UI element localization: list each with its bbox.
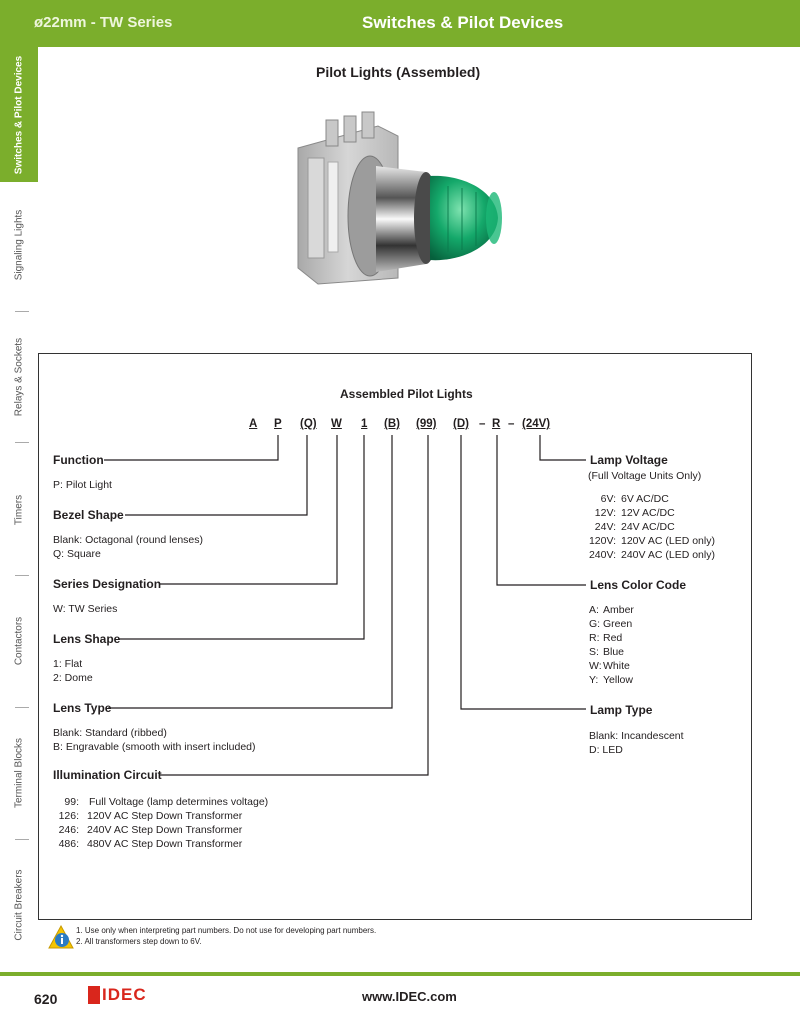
sidebar-active-tab[interactable] bbox=[0, 47, 38, 182]
lamp-voltage-value: 24V AC/DC bbox=[621, 521, 675, 533]
code-series: W bbox=[331, 418, 342, 430]
lamp-type-item: Blank: Incandescent bbox=[589, 730, 684, 742]
lens-color-value: Amber bbox=[603, 604, 634, 616]
section-title: Switches & Pilot Devices bbox=[362, 13, 564, 32]
bezel-item: Q: Square bbox=[53, 548, 101, 560]
lens-color-value: Red bbox=[603, 632, 623, 644]
pilot-light-image bbox=[297, 111, 502, 285]
series-title: ø22mm - TW Series bbox=[34, 14, 173, 31]
function-item: P: Pilot Light bbox=[53, 479, 112, 491]
lens-color-code: A: bbox=[589, 604, 599, 616]
sidebar-divider bbox=[15, 442, 29, 443]
code-lens-color: R bbox=[492, 418, 501, 430]
sidebar-divider bbox=[15, 707, 29, 708]
lamp-type-label: Lamp Type bbox=[590, 703, 653, 717]
sidebar: Switches & Pilot Devices Signaling Light… bbox=[0, 47, 38, 972]
illumination-code: 99: bbox=[64, 796, 79, 808]
illumination-value: Full Voltage (lamp determines voltage) bbox=[89, 796, 269, 808]
lens-shape-label: Lens Shape bbox=[53, 632, 121, 646]
function-label: Function bbox=[53, 453, 104, 467]
sidebar-divider bbox=[15, 311, 29, 312]
lamp-voltage-code: 240V: bbox=[588, 549, 616, 561]
lamp-type-item: D: LED bbox=[589, 744, 623, 756]
code-a: A bbox=[249, 418, 258, 430]
idec-logo: IDEC bbox=[88, 985, 146, 1005]
footnote: 1. Use only when interpreting part numbe… bbox=[76, 926, 377, 935]
illumination-value: 240V AC Step Down Transformer bbox=[87, 824, 243, 836]
lamp-voltage-value: 6V AC/DC bbox=[621, 493, 669, 505]
lens-color-code: Y: bbox=[589, 674, 599, 686]
lens-type-label: Lens Type bbox=[53, 701, 112, 715]
lens-color-value: Yellow bbox=[603, 674, 633, 686]
code-bezel: (Q) bbox=[300, 418, 317, 430]
code-function: P bbox=[274, 418, 282, 430]
bezel-shape-label: Bezel Shape bbox=[53, 508, 124, 522]
footnote: 2. All transformers step down to 6V. bbox=[76, 937, 202, 946]
lamp-voltage-code: 24V: bbox=[594, 521, 616, 533]
illumination-code: 126: bbox=[58, 810, 79, 822]
lamp-voltage-label: Lamp Voltage bbox=[590, 453, 668, 467]
lens-color-code: G: bbox=[589, 618, 601, 630]
code-lens-type: (B) bbox=[384, 418, 400, 430]
lens-color-value: Green bbox=[603, 618, 633, 630]
code-lamp-voltage: (24V) bbox=[522, 418, 551, 430]
lamp-voltage-sub: (Full Voltage Units Only) bbox=[588, 470, 702, 482]
header-bar: ø22mm - TW Series Switches & Pilot Devic… bbox=[0, 0, 800, 47]
lens-color-code: R: bbox=[589, 632, 600, 644]
bezel-item: Blank: Octagonal (round lenses) bbox=[53, 534, 203, 546]
diagram-title: Assembled Pilot Lights bbox=[340, 387, 473, 401]
series-item: W: TW Series bbox=[53, 603, 118, 615]
lamp-voltage-value: 12V AC/DC bbox=[621, 507, 675, 519]
lens-type-item: Blank: Standard (ribbed) bbox=[53, 727, 167, 739]
code-dash: – bbox=[508, 418, 515, 430]
illumination-circuit-label: Illumination Circuit bbox=[53, 768, 162, 782]
lamp-voltage-code: 120V: bbox=[588, 535, 616, 547]
code-lens-shape: 1 bbox=[361, 418, 368, 430]
logo-mark bbox=[88, 986, 100, 1004]
lamp-voltage-value: 240V AC (LED only) bbox=[621, 549, 715, 561]
lamp-voltage-code: 12V: bbox=[594, 507, 616, 519]
lens-shape-item: 1: Flat bbox=[53, 658, 83, 670]
illumination-code: 246: bbox=[58, 824, 79, 836]
lens-color-code: S: bbox=[589, 646, 599, 658]
illumination-value: 120V AC Step Down Transformer bbox=[87, 810, 243, 822]
lens-color-value: White bbox=[603, 660, 630, 672]
lens-type-item: B: Engravable (smooth with insert includ… bbox=[53, 741, 256, 753]
series-designation-label: Series Designation bbox=[53, 577, 162, 591]
lamp-voltage-code: 6V: bbox=[600, 493, 616, 505]
code-dash: – bbox=[479, 418, 486, 430]
footnotes: 1. Use only when interpreting part numbe… bbox=[76, 925, 376, 947]
lens-color-code: W: bbox=[589, 660, 602, 672]
lamp-voltage-value: 120V AC (LED only) bbox=[621, 535, 715, 547]
lens-shape-item: 2: Dome bbox=[53, 672, 93, 684]
info-icon bbox=[48, 925, 74, 949]
code-illumination: (99) bbox=[416, 418, 437, 430]
lens-color-value: Blue bbox=[603, 646, 625, 658]
illumination-code: 486: bbox=[58, 838, 79, 850]
product-title: Pilot Lights (Assembled) bbox=[316, 64, 481, 80]
code-lamp-type: (D) bbox=[453, 418, 469, 430]
logo-text: IDEC bbox=[102, 985, 147, 1004]
lens-color-code-label: Lens Color Code bbox=[590, 578, 687, 592]
sidebar-divider bbox=[15, 839, 29, 840]
footer-bar bbox=[0, 972, 800, 976]
sidebar-divider bbox=[15, 575, 29, 576]
part-number-diagram bbox=[38, 353, 752, 920]
website-link[interactable]: www.IDEC.com bbox=[362, 989, 457, 1004]
page-number: 620 bbox=[34, 991, 58, 1007]
illumination-value: 480V AC Step Down Transformer bbox=[87, 838, 243, 850]
